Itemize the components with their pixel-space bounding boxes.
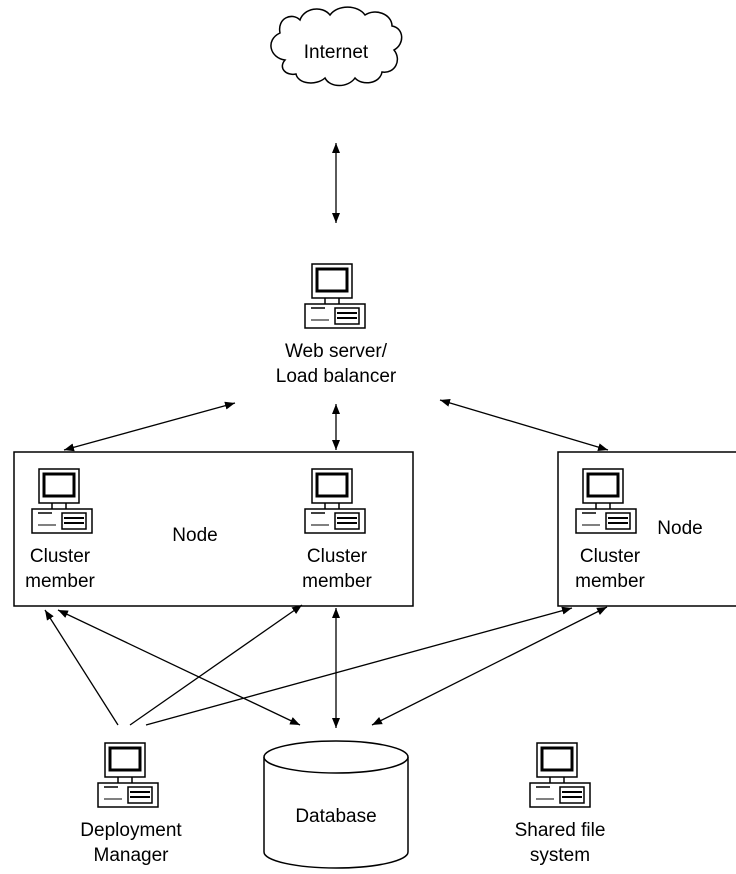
arrow-member1-database [57,609,301,726]
database-cylinder-body [263,757,409,869]
arrow-dm-member1 [44,609,119,726]
cluster-member-3: Cluster member [574,467,646,592]
arrow-webserver-member3 [439,399,609,451]
connectors [44,143,609,728]
web-server: Web server/ Load balancer [276,262,397,387]
arrow-webserver-member1 [63,401,236,452]
internet-label: Internet [304,42,369,63]
arrow-member3-database [371,606,608,726]
deployment-manager: Deployment Manager [80,741,182,866]
shared-fs-label-line1: Shared file [515,820,606,841]
cluster-member-1: Cluster member [25,467,96,592]
node-left-label: Node [172,525,217,546]
arrow-dm-member3 [145,606,573,726]
web-server-label-line1: Web server/ [285,341,388,362]
computer-icon [303,262,367,330]
cluster-member-3-label-line2: member [575,571,645,592]
database: Database [263,740,409,869]
cloud-icon [270,6,403,87]
computer-icon [528,741,592,809]
node-right: Node Cluster member [557,451,736,607]
shared-fs-label-line2: system [530,845,590,866]
shared-file-system: Shared file system [515,741,606,866]
cluster-member-1-label-line2: member [25,571,95,592]
cluster-member-1-label-line1: Cluster [30,546,91,567]
cluster-member-2-label-line1: Cluster [307,546,368,567]
deployment-manager-label-line2: Manager [94,845,170,866]
cluster-member-3-label-line1: Cluster [580,546,641,567]
cluster-member-2: Cluster member [302,467,373,592]
database-label: Database [295,806,376,827]
database-cylinder-top [263,740,409,774]
internet-cloud: Internet [270,6,403,87]
arrow-dm-member2 [129,604,303,726]
node-right-label: Node [657,518,702,539]
web-server-label-line2: Load balancer [276,366,397,387]
node-left: Node Cluster member Cluster member [13,451,414,607]
deployment-manager-label-line1: Deployment [80,820,182,841]
cluster-member-2-label-line2: member [302,571,372,592]
computer-icon [96,741,160,809]
